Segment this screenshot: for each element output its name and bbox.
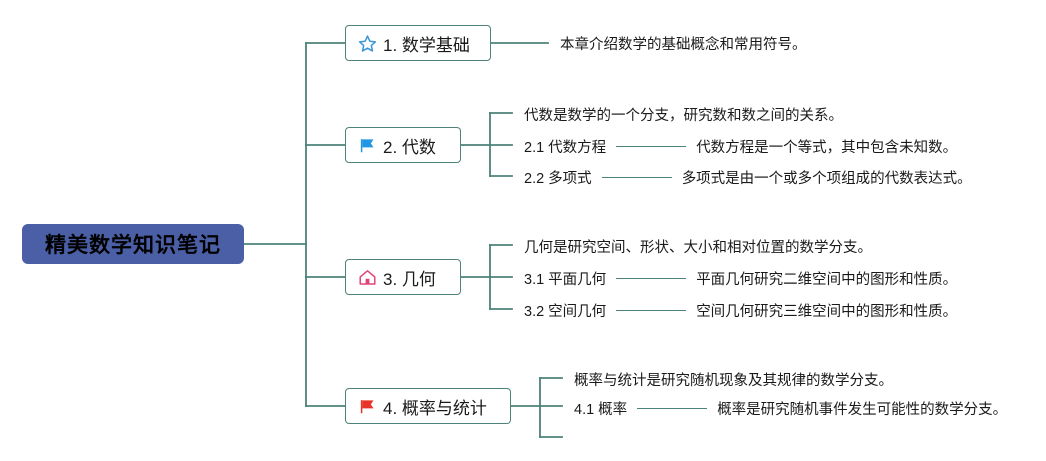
root-label: 精美数学知识笔记 — [45, 234, 221, 257]
leaf-description: 平面几何研究二维空间中的图形和性质。 — [696, 272, 958, 288]
branch-node-1[interactable]: 1. 数学基础 — [345, 25, 491, 61]
branch-node-2[interactable]: 2. 代数 — [345, 127, 461, 163]
leaf-connector-line — [616, 278, 687, 279]
leaf-subtitle: 4.1 概率 — [574, 402, 628, 418]
leaf-description: 空间几何研究三维空间中的图形和性质。 — [696, 304, 958, 320]
blue-flag-icon — [357, 135, 377, 155]
leaf-connector-line — [601, 177, 672, 178]
leaf-connector-line — [616, 310, 687, 311]
leaf-subtitle: 2.2 多项式 — [524, 171, 592, 187]
leaf-text: 本章介绍数学的基础概念和常用符号。 — [560, 37, 807, 53]
leaf-connector-line — [637, 408, 708, 409]
leaf-row-2-3: 2.2 多项式 多项式是由一个或多个项组成的代数表达式。 — [524, 167, 972, 188]
root-node[interactable]: 精美数学知识笔记 — [22, 224, 244, 264]
leaf-row-1-1: 本章介绍数学的基础概念和常用符号。 — [560, 33, 807, 54]
leaf-text: 几何是研究空间、形状、大小和相对位置的数学分支。 — [524, 240, 872, 256]
leaf-row-3-3: 3.2 空间几何 空间几何研究三维空间中的图形和性质。 — [524, 300, 957, 321]
star-icon — [357, 33, 377, 53]
red-flag-icon — [357, 396, 377, 416]
branch-label-3: 3. 几何 — [383, 269, 436, 289]
leaf-row-4-2: 4.1 概率 概率是研究随机事件发生可能性的数学分支。 — [574, 398, 1007, 419]
leaf-subtitle: 3.1 平面几何 — [524, 272, 607, 288]
branch-node-4[interactable]: 4. 概率与统计 — [345, 388, 511, 424]
leaf-row-4-1: 概率与统计是研究随机现象及其规律的数学分支。 — [574, 369, 893, 390]
leaf-row-2-2: 2.1 代数方程 代数方程是一个等式，其中包含未知数。 — [524, 136, 957, 157]
branch-label-2: 2. 代数 — [383, 137, 436, 157]
branch-label-4: 4. 概率与统计 — [383, 398, 487, 418]
leaf-row-3-1: 几何是研究空间、形状、大小和相对位置的数学分支。 — [524, 236, 872, 257]
leaf-description: 多项式是由一个或多个项组成的代数表达式。 — [681, 171, 972, 187]
leaf-description: 概率是研究随机事件发生可能性的数学分支。 — [717, 402, 1008, 418]
leaf-row-3-2: 3.1 平面几何 平面几何研究二维空间中的图形和性质。 — [524, 268, 957, 289]
leaf-text: 概率与统计是研究随机现象及其规律的数学分支。 — [574, 373, 893, 389]
house-icon — [357, 267, 377, 287]
branch-label-1: 1. 数学基础 — [383, 35, 470, 55]
leaf-connector-line — [616, 146, 687, 147]
leaf-text: 代数是数学的一个分支，研究数和数之间的关系。 — [524, 108, 843, 124]
leaf-subtitle: 2.1 代数方程 — [524, 140, 607, 156]
leaf-description: 代数方程是一个等式，其中包含未知数。 — [696, 140, 958, 156]
leaf-row-2-1: 代数是数学的一个分支，研究数和数之间的关系。 — [524, 104, 843, 125]
branch-node-3[interactable]: 3. 几何 — [345, 259, 461, 295]
leaf-subtitle: 3.2 空间几何 — [524, 304, 607, 320]
